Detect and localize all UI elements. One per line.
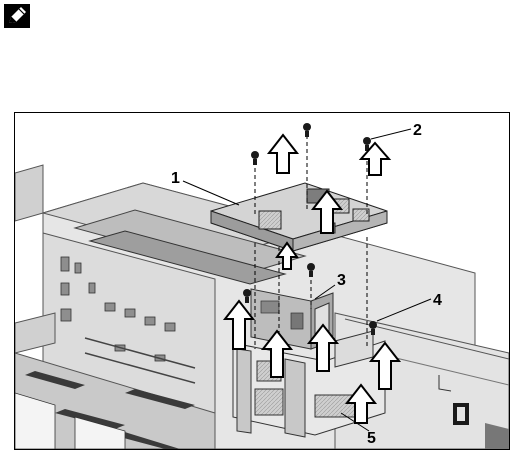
note-pencil-icon (4, 4, 30, 28)
callout-5: 5 (367, 430, 376, 447)
callout-3: 3 (337, 272, 346, 289)
screw (251, 151, 259, 165)
callout-2: 2 (413, 122, 422, 139)
removal-illustration: 1 2 3 4 5 (14, 112, 510, 450)
up-arrow-icon (269, 135, 297, 173)
screw (303, 123, 311, 137)
callout-1: 1 (171, 170, 180, 187)
callout-4: 4 (433, 292, 442, 309)
